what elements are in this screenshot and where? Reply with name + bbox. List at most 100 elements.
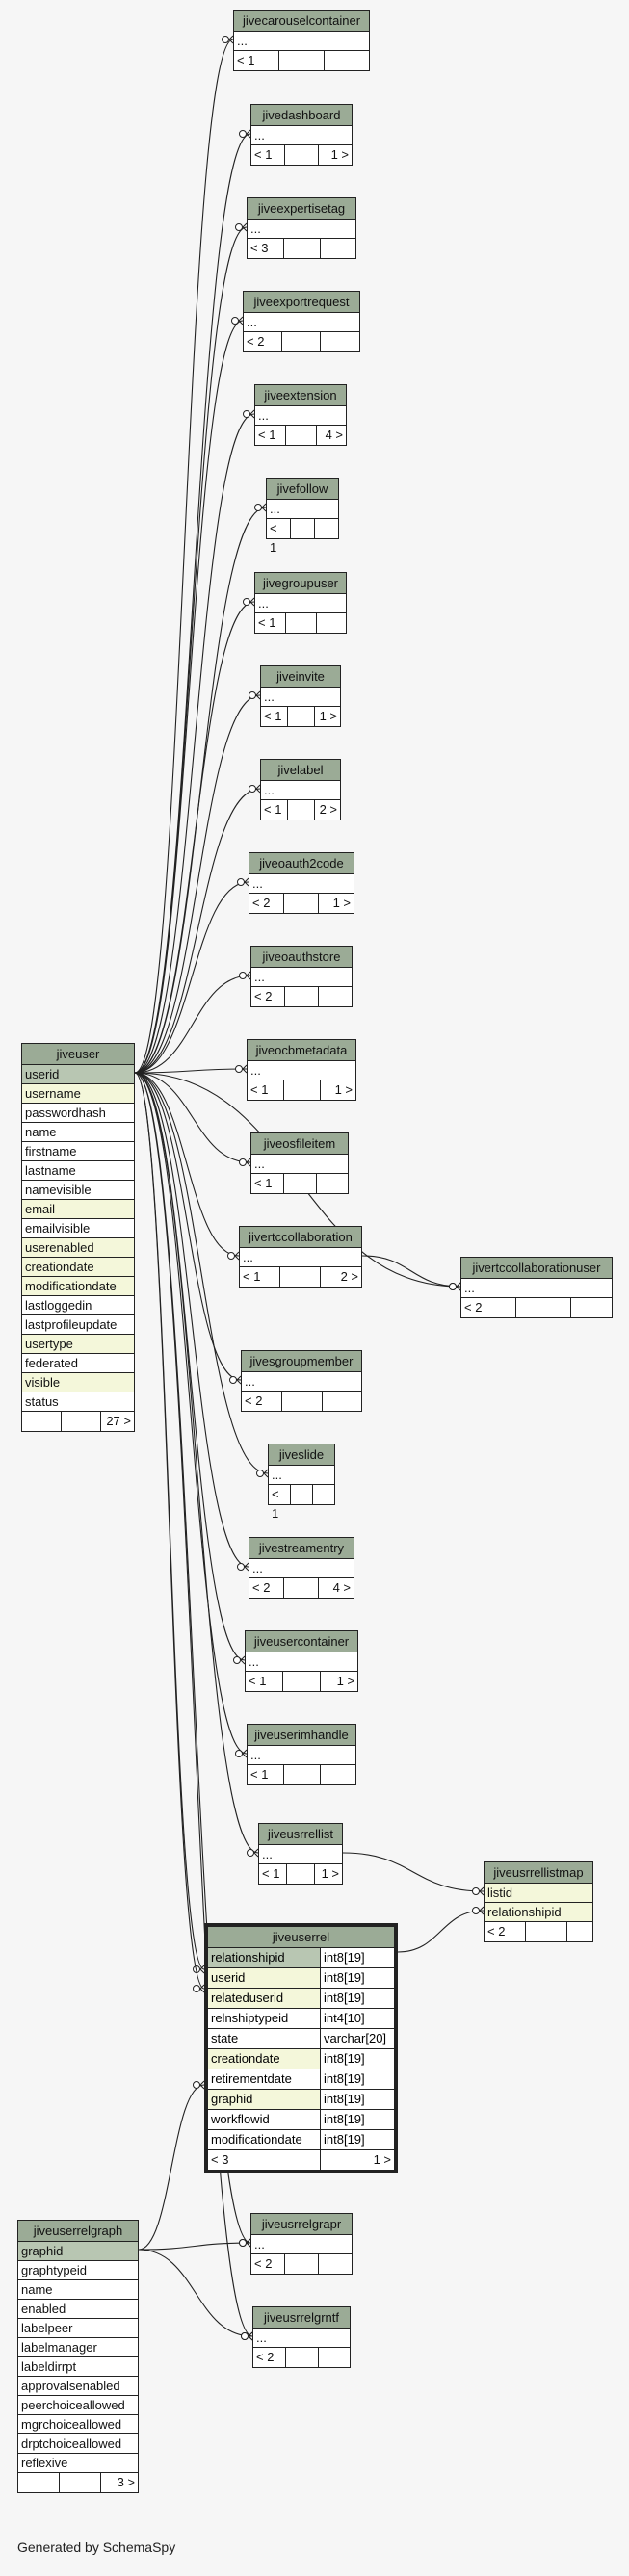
crowfoot-marker [231,317,239,325]
crowfoot-marker [233,1656,241,1664]
column-more: ... [248,1061,355,1080]
column-more: ... [244,313,359,332]
crowfoot-marker [253,1848,259,1858]
crowfoot-marker [239,130,247,138]
table-jiveslide[interactable]: jiveslide...< 1 [268,1444,335,1521]
crowfoot-marker [199,2080,205,2090]
table-jiveoauthstore[interactable]: jiveoauthstore...< 2 [250,946,353,1007]
column-more: ... [251,2235,352,2254]
crowfoot-marker [246,971,251,980]
column-namevisible: namevisible [22,1181,134,1200]
crowfoot-marker [249,409,255,419]
edge-jiveuser-jiveusrrellist [134,1072,259,1854]
table-jivesgroupmember[interactable]: jivesgroupmember...< 2 [241,1350,362,1412]
table-title: jivertccollaboration [240,1227,361,1248]
crowfoot-marker [199,1965,205,1974]
column-more: ... [249,874,354,894]
column-name: userid [208,1968,321,1988]
column-more: ... [253,2329,350,2348]
table-footer: < 1 [234,51,369,70]
crowfoot-marker [263,1469,269,1478]
table-footer: < 2 [251,987,352,1006]
table-title: jivesgroupmember [242,1351,361,1372]
edge-jiveuser-jiveocbmetadata [134,1068,248,1074]
crowfoot-marker [472,1907,480,1914]
edge-jiveuser-jivelabel [134,788,261,1074]
crowfoot-marker [472,1887,480,1895]
table-title: jiveexportrequest [244,292,359,313]
crowfoot-marker [237,1563,245,1571]
column-labeldirrpt: labeldirrpt [18,2357,138,2377]
column-name: state [208,2029,321,2048]
column-type: int8[19] [324,2071,365,2086]
table-jivegroupuser[interactable]: jivegroupuser...< 1 [254,572,347,634]
table-jivefollow[interactable]: jivefollow...< 1 [266,478,339,555]
table-jiveosfileitem[interactable]: jiveosfileitem...< 1 [250,1132,349,1194]
table-footer: < 2 [242,1392,361,1411]
crowfoot-marker [243,598,250,606]
crowfoot-marker [248,2331,253,2341]
table-title: jiveuserrelgraph [18,2221,138,2242]
column-passwordhash: passwordhash [22,1104,134,1123]
crowfoot-marker [228,35,234,44]
crowfoot-marker [242,222,248,232]
column-type: int8[19] [324,2132,365,2147]
table-title: jiveexpertisetag [248,198,355,220]
edge-jiveuser-jiveuserrel-relateduserid [134,1072,205,1990]
column-more: ... [240,1248,361,1267]
crowfoot-marker [227,1252,235,1260]
crowfoot-marker [256,1470,264,1477]
edge-jiveuserrelgraph-jiveusrrelgrapr [138,2242,251,2251]
table-title: jiveuser [22,1044,134,1065]
table-title: jivegroupuser [255,573,346,594]
column-type: varchar[20] [324,2031,387,2045]
crowfoot-marker [234,1251,240,1261]
column-peerchoiceallowed: peerchoiceallowed [18,2396,138,2415]
table-footer: < 1 [251,1174,348,1193]
table-jivertccollaborationuser[interactable]: jivertccollaborationuser ... < 2 [460,1257,613,1318]
column-more: ... [234,32,369,51]
column-name: name [22,1123,134,1142]
table-jiveexportrequest[interactable]: jiveexportrequest...< 2 [243,291,360,352]
crowfoot-marker [244,1562,249,1572]
table-title: jiveuserimhandle [248,1725,355,1746]
column-name: relnshiptypeid [208,2009,321,2028]
table-jiveusrrelgrntf[interactable]: jiveusrrelgrntf...< 2 [252,2306,351,2368]
table-title: jiveusrrelgrapr [251,2214,352,2235]
column-more: ... [251,1155,348,1174]
column-type: int8[19] [324,1991,365,2005]
column-modificationdate: modificationdate [22,1277,134,1296]
crowfoot-marker [479,1906,485,1915]
edge-jiveuser-jiveexpertisetag [134,226,248,1074]
column-more: ... [461,1279,612,1298]
table-jiveuserimhandle[interactable]: jiveuserimhandle...< 1 [247,1724,356,1785]
crowfoot-marker [241,2332,249,2340]
crowfoot-marker [261,503,267,512]
table-jiveusrrelgrapr[interactable]: jiveusrrelgrapr...< 2 [250,2213,353,2275]
crowfoot-marker [240,1655,246,1665]
column-userenabled: userenabled [22,1238,134,1258]
table-jivecarouselcontainer[interactable]: jivecarouselcontainer...< 1 [233,10,370,71]
table-jiveexpertisetag[interactable]: jiveexpertisetag...< 3 [247,197,356,259]
column-email: email [22,1200,134,1219]
table-footer: 27 > [22,1412,134,1431]
column-graphtypeid: graphtypeid [18,2261,138,2280]
crowfoot-marker [246,1158,251,1167]
